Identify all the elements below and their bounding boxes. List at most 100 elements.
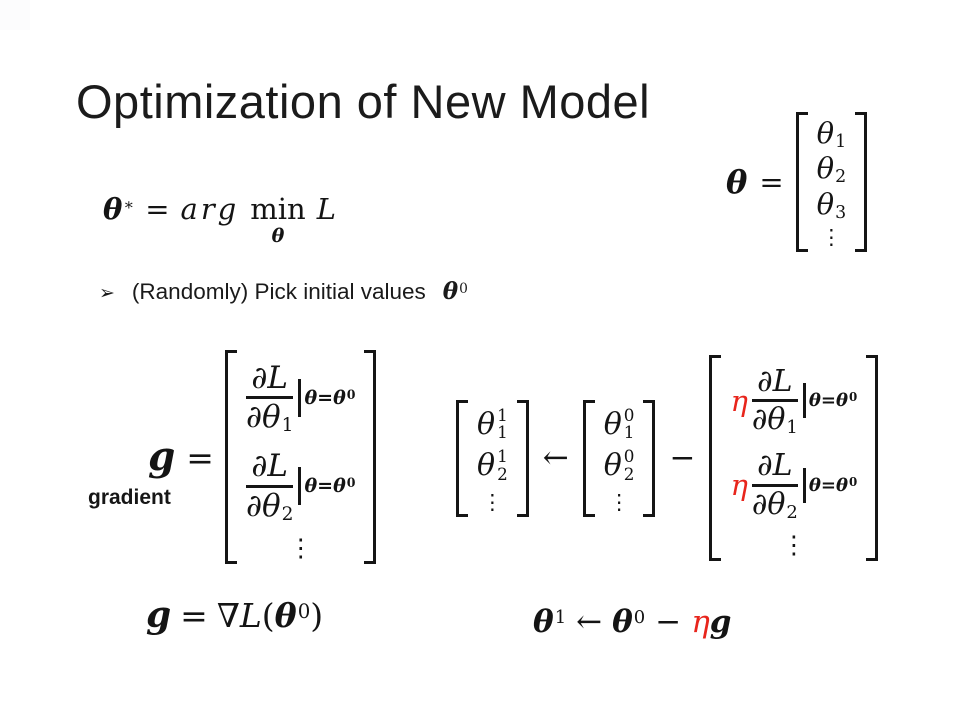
condition-text: θ=θ <box>808 474 848 496</box>
superscript: 0 <box>623 404 635 425</box>
min-word: min <box>250 192 306 226</box>
superscript-zero: 0 <box>459 280 468 297</box>
star-superscript: ∗ <box>123 195 135 215</box>
bracket-left <box>224 349 237 565</box>
subscript: 1 <box>497 422 508 443</box>
theta-symbol: θ <box>442 278 459 305</box>
condition-text: θ=θ <box>808 390 848 412</box>
arrow-bullet-icon: ➢ <box>99 283 115 304</box>
arg-word: arg <box>180 192 240 226</box>
evaluation-bar <box>298 467 302 506</box>
numerator: ∂L <box>752 449 798 487</box>
theta-symbol: θ <box>612 604 633 640</box>
left-arrow: ← <box>576 604 603 640</box>
superscript-zero: 0 <box>346 475 356 491</box>
denominator: ∂θ <box>751 402 786 438</box>
vertical-dots: ⋮ <box>608 489 630 514</box>
bullet-text: (Randomly) Pick initial values <box>131 279 426 304</box>
theta-symbol: θ <box>603 406 622 442</box>
theta-symbol: θ <box>726 163 748 202</box>
denominator: ∂θ <box>751 486 786 522</box>
subscript: 2 <box>623 463 635 484</box>
vertical-dots: ⋮ <box>781 530 807 560</box>
nabla-symbol: ∇ <box>216 596 240 635</box>
theta-symbol: θ <box>477 448 496 483</box>
vertical-dots: ⋮ <box>288 533 314 563</box>
superscript-zero: 0 <box>848 390 858 405</box>
superscript-one: 1 <box>554 607 567 629</box>
g-symbol: g <box>709 604 732 640</box>
equals-sign: = <box>180 596 208 635</box>
loss-symbol: L <box>239 596 262 635</box>
eta-symbol: η <box>730 383 748 418</box>
theta-star: θ∗ <box>103 192 134 226</box>
theta-symbol: θ <box>816 116 835 150</box>
subscript: 2 <box>786 501 798 523</box>
subscript: 1 <box>623 422 635 443</box>
denominator: ∂θ <box>245 487 281 524</box>
gradient-label: gradient <box>88 486 171 509</box>
numerator: ∂L <box>752 365 798 403</box>
argmin-formula: θ∗ = arg min θ L <box>103 192 336 246</box>
subscript: 2 <box>835 167 847 188</box>
bracket-left <box>456 399 468 517</box>
subscript: 1 <box>786 417 798 439</box>
numerator: ∂L <box>246 360 294 400</box>
evaluation-bar <box>298 378 302 417</box>
theta-symbol: θ <box>816 151 835 186</box>
eta-symbol: η <box>730 468 748 503</box>
bracket-left <box>582 399 595 517</box>
theta-symbol: θ <box>274 596 297 635</box>
bracket-left <box>795 112 808 253</box>
superscript: 0 <box>623 446 635 467</box>
theta-symbol: θ <box>816 186 835 221</box>
theta-symbol: θ <box>103 192 123 226</box>
bracket-right <box>516 399 529 517</box>
superscript-zero: 0 <box>297 600 311 624</box>
min-operator: min θ <box>250 195 305 246</box>
minus-sign: − <box>669 440 696 476</box>
vertical-dots: ⋮ <box>820 225 842 250</box>
subscript: 2 <box>497 463 508 484</box>
bracket-right <box>866 354 879 562</box>
vertical-dots: ⋮ <box>481 489 503 514</box>
g-symbol: g <box>148 434 176 480</box>
subscript: 2 <box>281 503 294 525</box>
evaluation-bar <box>802 467 806 503</box>
equals-sign: = <box>145 192 170 226</box>
superscript-zero: 0 <box>848 474 858 489</box>
superscript-zero: 0 <box>633 607 646 629</box>
slide-title: Optimization of New Model <box>76 75 651 128</box>
